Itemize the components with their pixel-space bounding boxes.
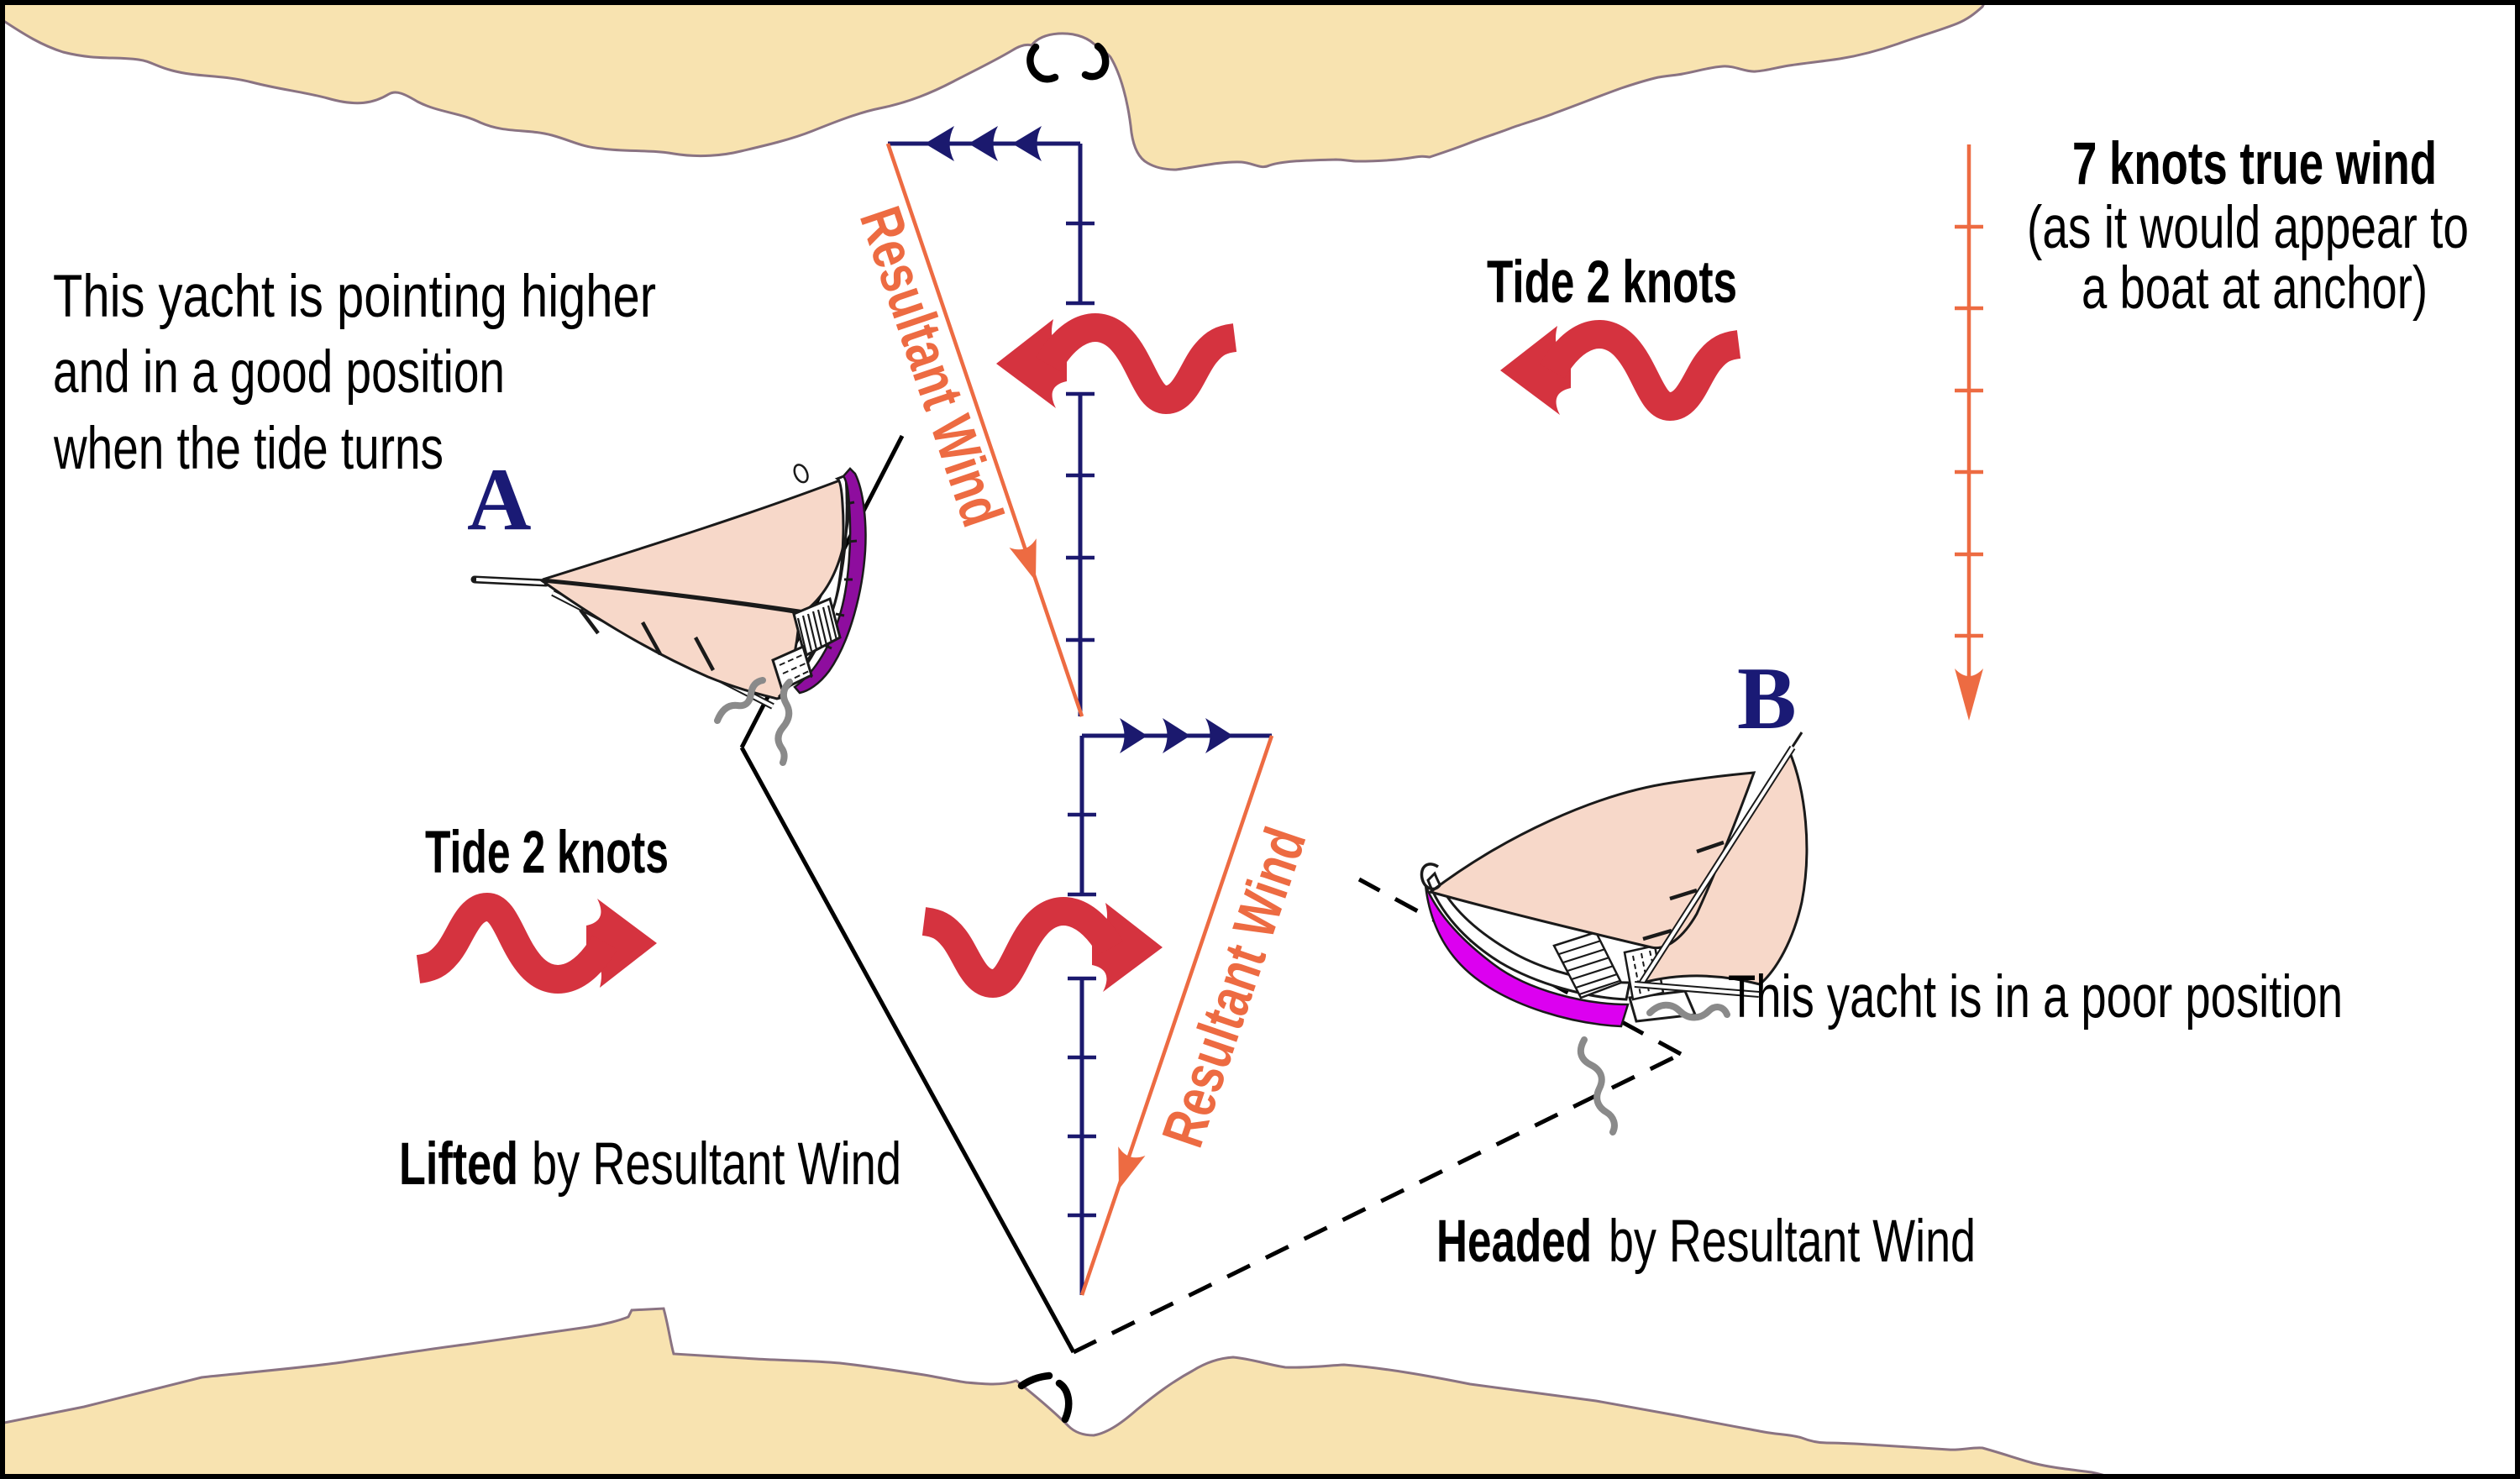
svg-text:Tide 2 knots: Tide 2 knots	[425, 820, 669, 886]
svg-text:Lifted: Lifted	[399, 1131, 518, 1198]
svg-text:and in a good position: and in a good position	[53, 339, 505, 406]
svg-text:7 knots true wind: 7 knots true wind	[2072, 131, 2437, 197]
svg-text:This yacht is in a poor positi: This yacht is in a poor position	[1728, 964, 2343, 1031]
svg-text:when the tide turns: when the tide turns	[53, 416, 444, 482]
svg-text:A: A	[467, 450, 532, 548]
svg-text:This yacht is pointing higher: This yacht is pointing higher	[53, 264, 656, 330]
svg-text:by Resultant Wind: by Resultant Wind	[1609, 1209, 1976, 1275]
svg-text:by Resultant Wind: by Resultant Wind	[532, 1131, 901, 1198]
svg-text:B: B	[1737, 649, 1797, 747]
svg-text:Tide 2 knots: Tide 2 knots	[1487, 249, 1737, 316]
svg-text:Headed: Headed	[1436, 1209, 1592, 1275]
svg-text:a boat at anchor): a boat at anchor)	[2082, 255, 2428, 322]
svg-text:(as it would appear to: (as it would appear to	[2027, 195, 2469, 261]
